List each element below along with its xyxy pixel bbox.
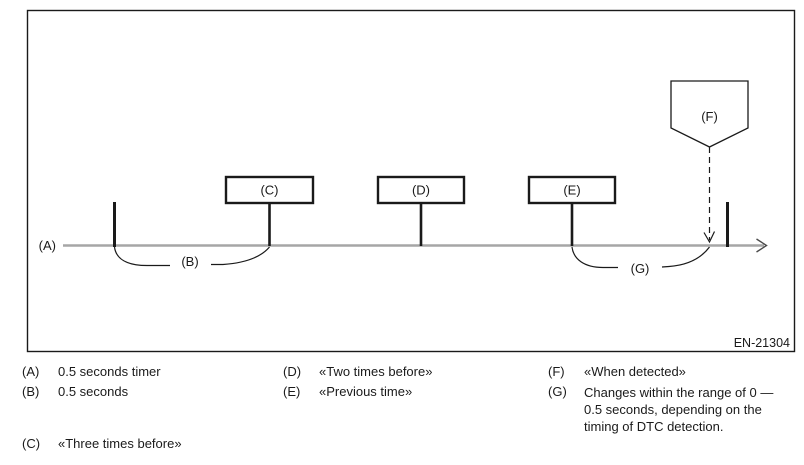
legend-item-g: (G) Changes within the range of 0 — 0.5 … — [548, 384, 794, 435]
detection-flag — [670, 80, 749, 148]
label-g: (G) — [631, 261, 650, 276]
label-d: (D) — [412, 183, 430, 198]
legend-text-f: «When detected» — [584, 364, 686, 379]
legend-key-e: (E) — [283, 384, 301, 399]
legend-text-b: 0.5 seconds — [58, 384, 129, 399]
legend-text-d: «Two times before» — [319, 364, 433, 379]
legend-key-g: (G) — [548, 384, 567, 399]
legend-item-c: (C) «Three times before» — [22, 436, 182, 452]
legend-item-b: (B) 0.5 seconds — [22, 384, 128, 400]
legend-key-a: (A) — [22, 364, 40, 379]
legend-key-f: (F) — [548, 364, 565, 379]
legend-text-g: Changes within the range of 0 — 0.5 seco… — [584, 385, 774, 434]
label-a: (A) — [39, 238, 56, 253]
timing-diagram: (A) (C) (D) (E) (F) (B) (G) EN-21304 — [26, 9, 796, 353]
event-box-e — [527, 175, 617, 205]
legend-item-e: (E) «Previous time» — [283, 384, 412, 400]
event-box-c — [224, 175, 315, 205]
legend-key-b: (B) — [22, 384, 40, 399]
brace-b-left — [113, 246, 170, 267]
label-e: (E) — [563, 183, 580, 198]
legend-text-c: «Three times before» — [58, 436, 182, 451]
legend-item-d: (D) «Two times before» — [283, 364, 432, 380]
legend-key-c: (C) — [22, 436, 41, 451]
legend-item-a: (A) 0.5 seconds timer — [22, 364, 161, 380]
label-f: (F) — [701, 109, 718, 124]
detection-arrowhead-icon — [703, 231, 716, 244]
label-c: (C) — [260, 183, 278, 198]
timeline-arrowhead-icon — [756, 238, 768, 253]
brace-g-left — [571, 246, 618, 269]
event-box-d — [376, 175, 466, 205]
brace-g-right — [661, 246, 710, 268]
legend-key-d: (D) — [283, 364, 302, 379]
figure-ref-code: EN-21304 — [734, 336, 790, 350]
label-b: (B) — [181, 254, 198, 269]
legend-text-e: «Previous time» — [319, 384, 413, 399]
brace-b-right — [211, 246, 270, 266]
legend-item-f: (F) «When detected» — [548, 364, 686, 380]
legend-text-a: 0.5 seconds timer — [58, 364, 161, 379]
